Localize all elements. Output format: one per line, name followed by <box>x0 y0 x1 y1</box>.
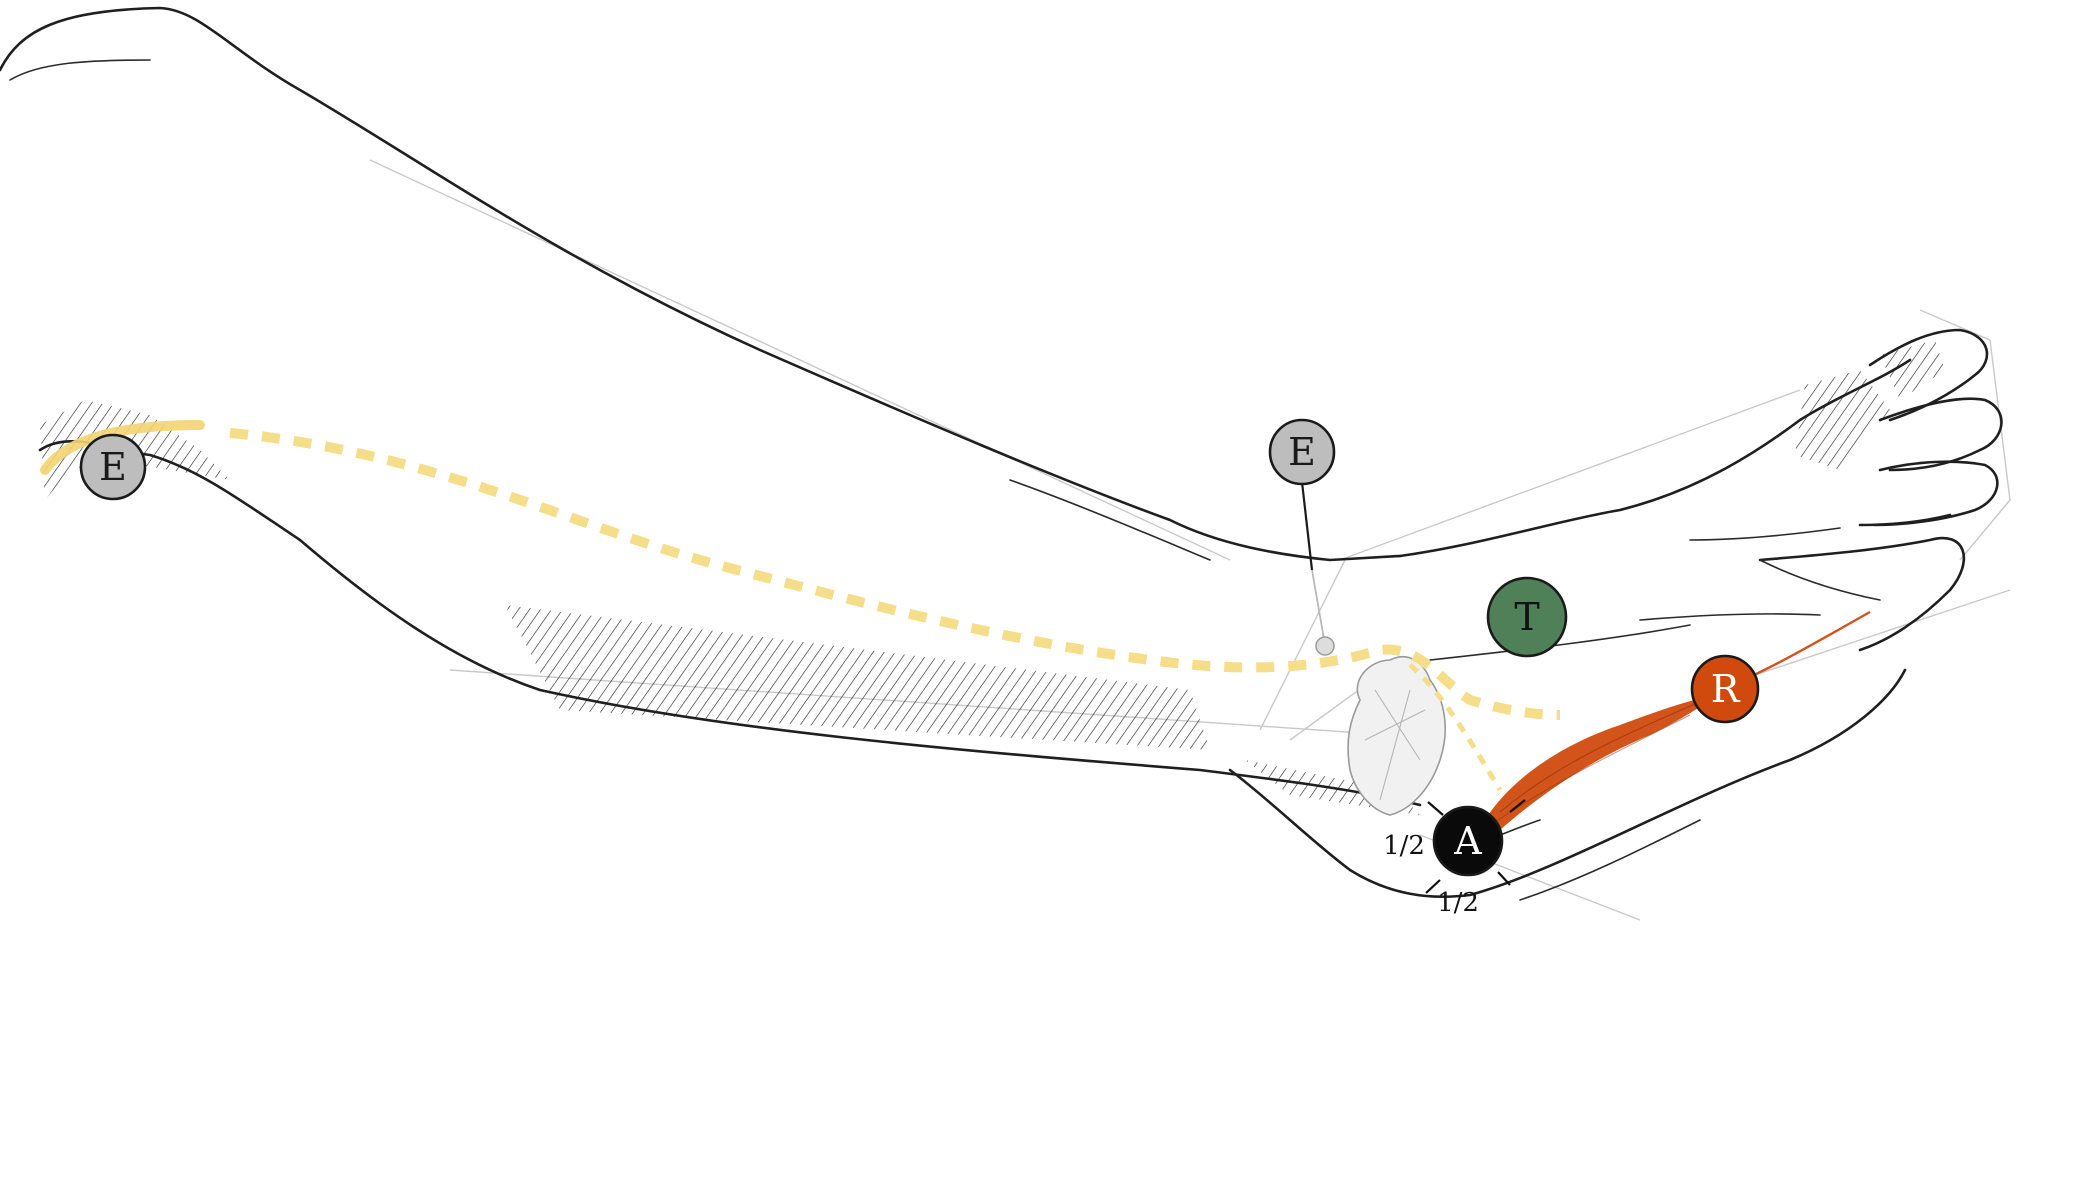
marker-e-elbow[interactable]: E <box>1268 418 1336 486</box>
ratio-label-left: 1/2 <box>1383 831 1425 861</box>
marker-a[interactable]: A <box>1432 805 1504 877</box>
marker-t[interactable]: T <box>1486 576 1568 658</box>
a-marker-ticks <box>1425 799 1526 894</box>
marker-e-upper-label: E <box>99 445 127 489</box>
marker-e-upper[interactable]: E <box>79 433 147 501</box>
marker-t-label: T <box>1514 595 1539 639</box>
marker-r-label: R <box>1711 667 1741 711</box>
arm-outline <box>0 6 2003 901</box>
ratio-label-bottom: 1/2 <box>1437 888 1479 918</box>
nerve-path <box>40 420 1561 792</box>
marker-a-label: A <box>1453 819 1482 863</box>
elbow-bone-sketch <box>1347 655 1446 816</box>
construction-guides <box>369 159 2011 921</box>
e-elbow-pointer <box>1300 481 1335 656</box>
shadow-hatching <box>40 340 1945 815</box>
marker-r[interactable]: R <box>1690 654 1760 724</box>
marker-e-elbow-label: E <box>1288 430 1316 474</box>
